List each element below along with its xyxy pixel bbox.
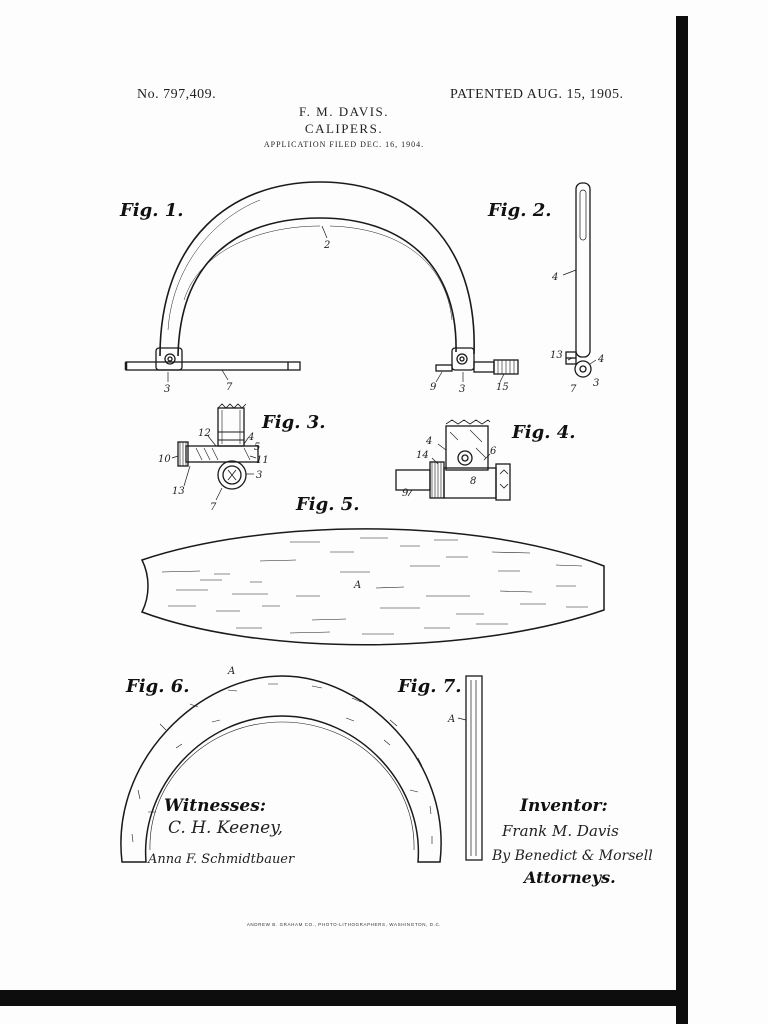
reference-numerals: 2 3 7 9 3 15 4 13 4 7 3 12 4 5 10 11 13 …: [158, 240, 604, 725]
patent-number: No. 797,409.: [137, 87, 217, 102]
ref-fig5-A: A: [353, 580, 361, 591]
ref-fig3-5: 5: [254, 442, 260, 453]
ref-fig3-10: 10: [158, 454, 171, 465]
fig7-drawing: [457, 675, 483, 861]
witness-2-signature: Anna F. Schmidtbauer: [148, 852, 295, 867]
ref-fig3-4: 4: [247, 432, 254, 443]
ref-fig2-3: 3: [593, 378, 599, 389]
attorneys-label: Attorneys.: [524, 868, 616, 887]
witness-1-signature: C. H. Keeney,: [168, 818, 283, 838]
ref-fig1-3: 3: [164, 384, 170, 395]
ref-fig1-3b: 3: [459, 384, 465, 395]
ref-fig2-4b: 4: [597, 354, 604, 365]
fig6-drawing: [120, 675, 442, 863]
ref-fig2-7: 7: [570, 384, 577, 395]
ref-fig4-4: 4: [425, 436, 432, 447]
inventor-signature: Frank M. Davis: [502, 822, 619, 840]
ref-fig3-3: 3: [256, 470, 262, 481]
fig2-drawing: [562, 182, 597, 378]
ref-fig3-13: 13: [172, 486, 185, 497]
printer-credit: ANDREW B. GRAHAM CO., PHOTO-LITHOGRAPHER…: [246, 922, 442, 927]
fig5-label: Fig. 5.: [296, 494, 360, 515]
inventor-name: F. M. DAVIS.: [298, 104, 390, 119]
inventor-label: Inventor:: [520, 796, 608, 816]
attorney-signature: By Benedict & Morsell: [492, 848, 653, 864]
ref-fig4-9: 9: [402, 488, 409, 499]
ref-fig2-4: 4: [551, 272, 558, 283]
patent-title: CALIPERS.: [304, 121, 384, 136]
fig1-label: Fig. 1.: [120, 200, 184, 221]
ref-fig2-13: 13: [550, 350, 563, 361]
fig2-label: Fig. 2.: [488, 200, 552, 221]
ref-fig1-9: 9: [430, 382, 437, 393]
patent-date: PATENTED AUG. 15, 1905.: [450, 87, 624, 102]
application-filed: APPLICATION FILED DEC. 16, 1904.: [263, 140, 425, 149]
ref-fig1-2: 2: [323, 240, 330, 251]
ref-fig6-A: A: [227, 666, 235, 677]
witnesses-label: Witnesses:: [164, 796, 267, 816]
ref-fig3-12: 12: [198, 428, 211, 439]
scan-border-right: [676, 16, 688, 1024]
ref-fig3-7: 7: [210, 502, 217, 513]
fig5-drawing: [140, 528, 605, 646]
ref-fig1-7: 7: [226, 382, 233, 393]
fig7-label: Fig. 7.: [398, 676, 462, 697]
fig4-drawing: [395, 419, 511, 501]
ref-fig4-6: 6: [490, 446, 497, 457]
fig4-label: Fig. 4.: [512, 422, 576, 443]
fig3-label: Fig. 3.: [262, 412, 326, 433]
fig6-label: Fig. 6.: [126, 676, 190, 697]
fig1-drawing: [124, 181, 519, 383]
ref-fig7-A: A: [447, 714, 455, 725]
ref-fig4-8: 8: [470, 476, 476, 487]
scan-border-bottom: [0, 990, 688, 1006]
ref-fig1-15: 15: [496, 382, 509, 393]
patent-drawings: 2 3 7 9 3 15 4 13 4 7 3 12 4 5 10 11 13 …: [120, 181, 605, 863]
ref-fig4-14: 14: [416, 450, 429, 461]
fig3-drawing: [171, 403, 259, 501]
ref-fig3-11: 11: [256, 455, 269, 466]
